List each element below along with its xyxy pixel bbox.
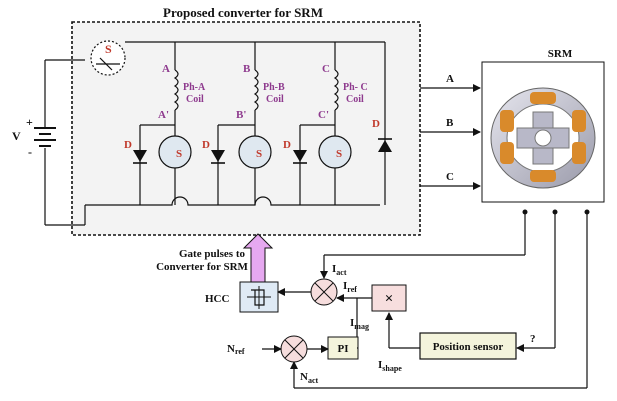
position-sensor-block — [419, 332, 517, 360]
phase-a-bottom: A' — [158, 109, 169, 121]
phase-b-coil-1: Ph-B — [263, 82, 285, 93]
phase-c-top: C — [322, 63, 330, 75]
phase-a-coil-1: Ph-A — [183, 82, 206, 93]
i-shape-label: Ishape — [378, 359, 402, 373]
multiplier-label: × — [385, 291, 394, 307]
phase-c-diode: D — [283, 139, 291, 151]
dc-source: V + - — [12, 59, 85, 226]
output-c-label: C — [446, 171, 454, 183]
source-label: V — [12, 129, 21, 143]
phase-b-diode: D — [202, 139, 210, 151]
phase-leg-a — [133, 42, 192, 205]
phase-a-coil-2: Coil — [186, 94, 204, 105]
phase-c-bottom: C' — [318, 109, 329, 121]
srm-motor-image — [490, 87, 596, 189]
diagram-title: Proposed converter for SRM — [163, 5, 323, 20]
free-wheeling-diode: D — [372, 118, 392, 152]
n-ref-label: Nref — [227, 343, 245, 356]
phase-b-top: B — [243, 63, 251, 75]
phase-a-switch: S — [176, 148, 182, 160]
output-a-label: A — [446, 73, 454, 85]
hcc-label: HCC — [205, 293, 230, 305]
speed-sum-junction — [280, 335, 308, 363]
multiplier-block — [371, 284, 407, 312]
phase-b-coil-2: Coil — [266, 94, 284, 105]
phase-c-coil-1: Ph- C — [343, 82, 368, 93]
phase-leg-b — [211, 42, 272, 205]
phase-a-top: A — [162, 63, 170, 75]
phase-a-diode: D — [124, 139, 132, 151]
top-switch-label: S — [105, 42, 112, 56]
i-ref-label: Iref — [343, 280, 357, 294]
hysteresis-icon — [247, 286, 271, 309]
top-switch: S — [90, 40, 126, 76]
free-diode-label: D — [372, 118, 380, 130]
question-mark: ? — [530, 333, 536, 345]
source-minus: - — [28, 145, 32, 159]
phase-b-switch: S — [256, 148, 262, 160]
current-sum-junction — [310, 278, 338, 306]
gate-pulse-arrow — [242, 233, 274, 283]
phase-b-bottom: B' — [236, 109, 246, 121]
output-b-label: B — [446, 117, 454, 129]
i-act-label: Iact — [332, 263, 347, 277]
srm-label: SRM — [548, 48, 573, 60]
i-mag-label: Imag — [350, 317, 369, 331]
n-act-label: Nact — [300, 371, 319, 385]
phase-c-coil-2: Coil — [346, 94, 364, 105]
pi-label: PI — [338, 343, 349, 355]
phase-c-switch: S — [336, 148, 342, 160]
gate-text-2: Converter for SRM — [156, 261, 248, 273]
position-sensor-label: Position sensor — [433, 341, 504, 353]
source-plus: + — [26, 115, 33, 129]
converter-frame — [71, 21, 421, 236]
phase-leg-c — [293, 42, 352, 205]
gate-text-1: Gate pulses to — [179, 248, 246, 260]
